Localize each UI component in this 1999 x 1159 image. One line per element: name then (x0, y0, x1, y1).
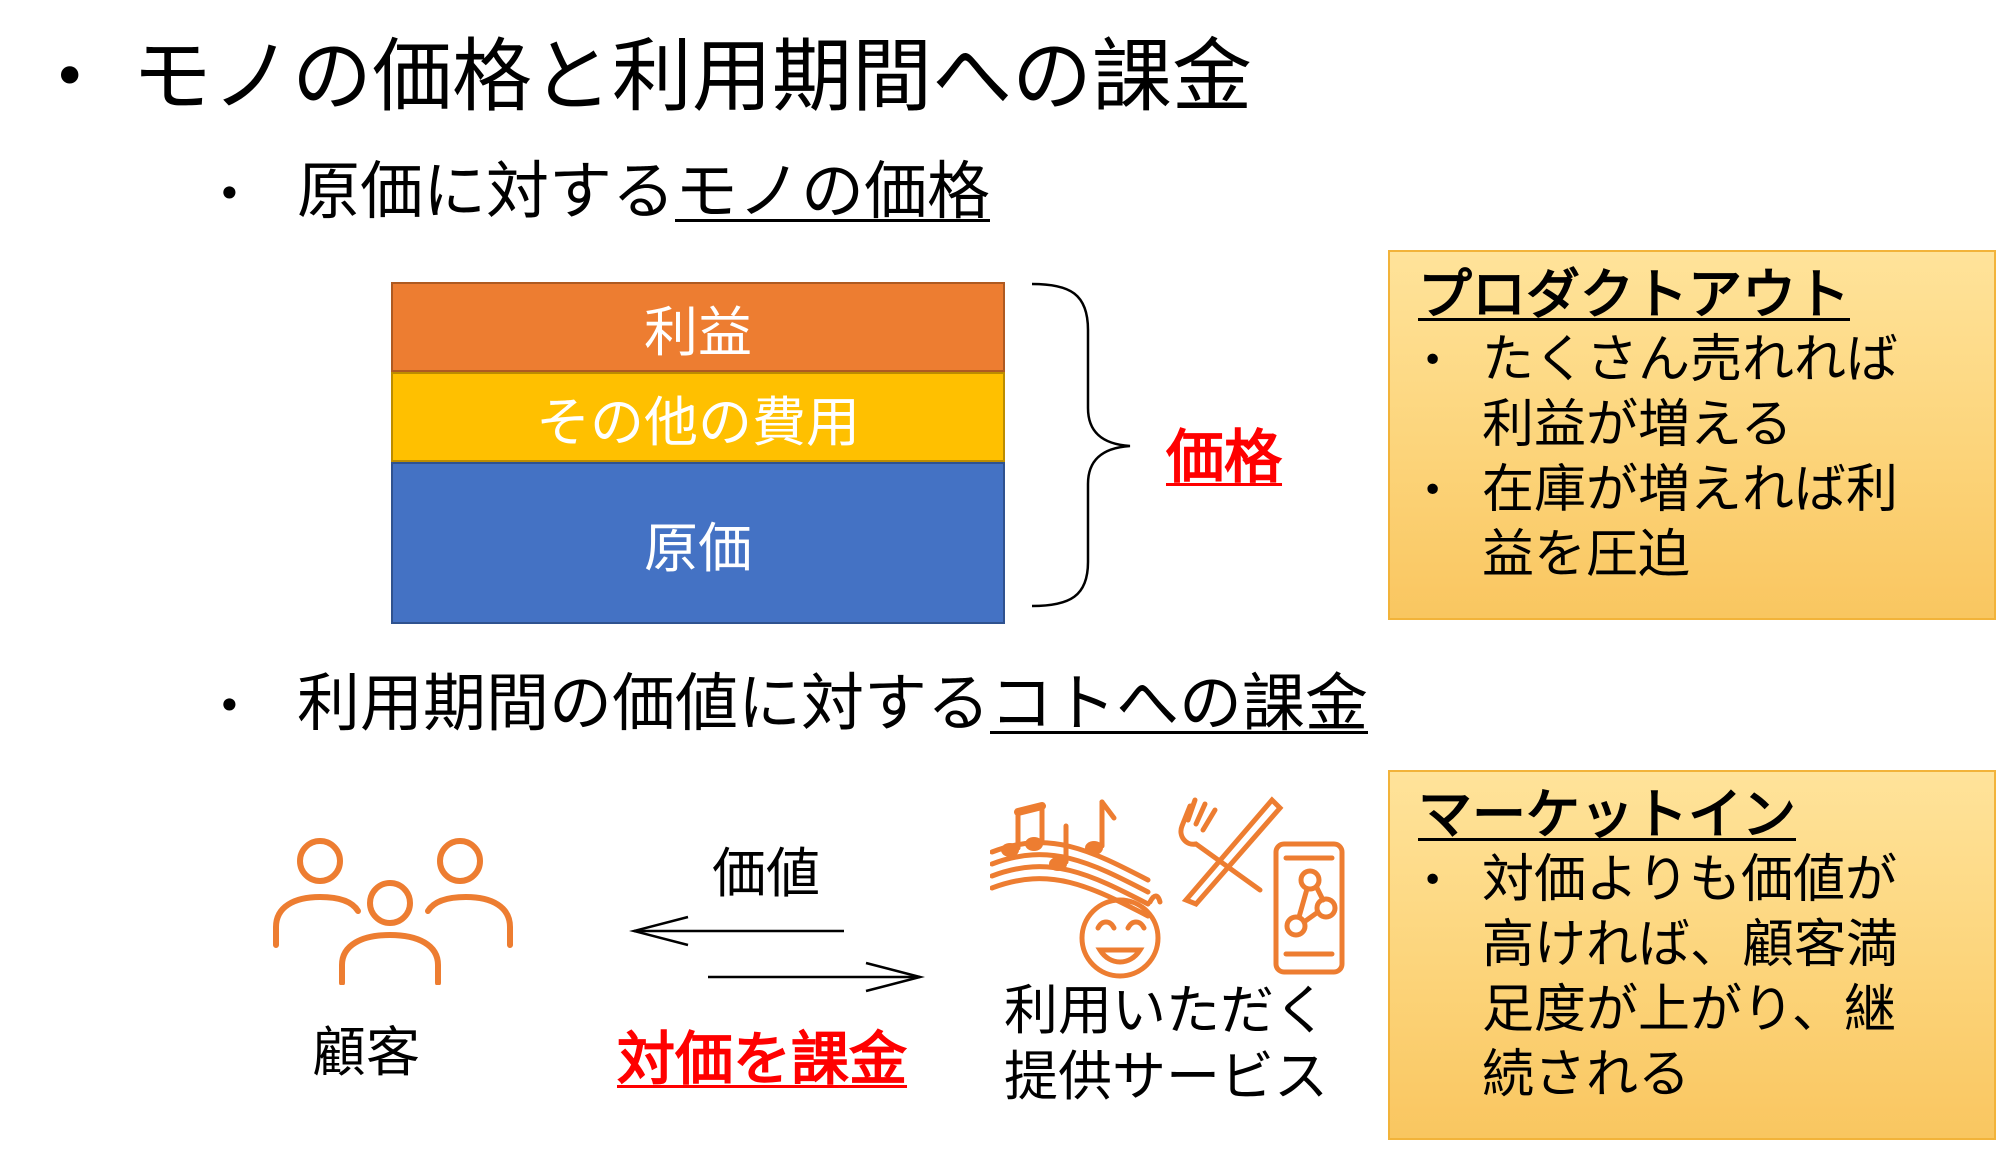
profit-label: 利益 (644, 300, 752, 364)
market-in-item-1-line-3: 足度が上がり、継 (1482, 980, 1896, 1040)
fork-knife-icon (1178, 796, 1284, 907)
service-icons (990, 796, 1345, 979)
market-in-item-1-line-4: 続される (1482, 1045, 1691, 1105)
sub-bullet-1: • (217, 169, 242, 218)
other-costs-label: その他の費用 (536, 390, 860, 454)
price-brace (1031, 282, 1131, 608)
product-out-item-2: • 在庫が増えれば利 益を圧迫 (1418, 458, 1966, 588)
product-out-item-1-line-2: 利益が増える (1482, 395, 1793, 455)
sub-heading-1-text: 原価に対するモノの価格 (297, 152, 990, 232)
sub-heading-1-underlined: モノの価格 (675, 155, 990, 228)
smiley-icon (1079, 893, 1163, 979)
market-in-item-1-line-2: 高ければ、顧客満 (1482, 915, 1899, 975)
product-out-note: プロダクトアウト • たくさん売れれば 利益が増える • 在庫が増えれば利 益を… (1388, 250, 1996, 620)
heading-bullet: • (52, 42, 88, 112)
product-out-title: プロダクトアウト (1418, 263, 1850, 326)
sub-heading-2-text: 利用期間の価値に対するコトへの課金 (297, 664, 1368, 744)
service-label-line-1: 利用いただく (1004, 979, 1328, 1042)
cost-label: 原価 (644, 516, 752, 580)
note-bullet: • (1422, 860, 1444, 901)
price-label: 価格 (1166, 423, 1283, 491)
sub-heading-1-prefix: 原価に対する (297, 155, 675, 228)
other-costs-segment: その他の費用 (391, 372, 1005, 462)
market-in-note: マーケットイン • 対価よりも価値が 高ければ、顧客満 足度が上がり、継 続され… (1388, 770, 1996, 1140)
service-label-line-2: 提供サービス (1004, 1045, 1328, 1108)
market-in-item-1: • 対価よりも価値が 高ければ、顧客満 足度が上がり、継 続される (1418, 848, 1966, 1108)
customers-icon (273, 838, 513, 985)
product-out-item-1-line-1: たくさん売れれば (1482, 330, 1899, 390)
cost-segment: 原価 (391, 462, 1005, 624)
smartphone-icon (1273, 841, 1345, 975)
heading-text: モノの価格と利用期間への課金 (132, 30, 1252, 123)
sub-heading-2-prefix: 利用期間の価値に対する (297, 667, 990, 740)
value-label: 価値 (712, 842, 820, 905)
product-out-item-2-line-1: 在庫が増えれば利 (1482, 460, 1899, 520)
sub-heading-2-underlined: コトへの課金 (990, 667, 1368, 740)
product-out-item-1: • たくさん売れれば 利益が増える (1418, 328, 1966, 458)
market-in-title: マーケットイン (1418, 783, 1796, 846)
product-out-item-2-line-2: 益を圧迫 (1482, 525, 1691, 585)
note-bullet: • (1422, 470, 1444, 511)
customer-label: 顧客 (312, 1021, 420, 1084)
exchange-arrows (629, 915, 925, 993)
note-bullet: • (1422, 340, 1444, 381)
market-in-item-1-line-1: 対価よりも価値が (1482, 850, 1897, 910)
charge-label: 対価を課金 (617, 1025, 908, 1093)
sub-bullet-2: • (217, 681, 242, 730)
profit-segment: 利益 (391, 282, 1005, 372)
